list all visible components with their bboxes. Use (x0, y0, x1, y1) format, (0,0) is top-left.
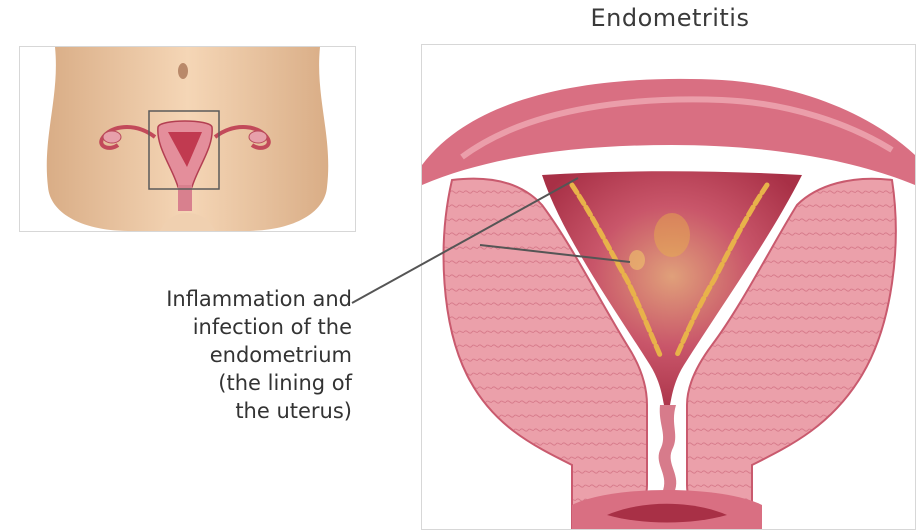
caption-line: infection of the (0, 313, 352, 341)
caption-line: endometrium (0, 341, 352, 369)
inflammation-caption: Inflammation and infection of the endome… (0, 285, 352, 425)
leader-line-upper (352, 178, 578, 303)
caption-line: the uterus) (0, 397, 352, 425)
leader-line-lower (480, 245, 630, 262)
caption-line: (the lining of (0, 369, 352, 397)
caption-line: Inflammation and (0, 285, 352, 313)
